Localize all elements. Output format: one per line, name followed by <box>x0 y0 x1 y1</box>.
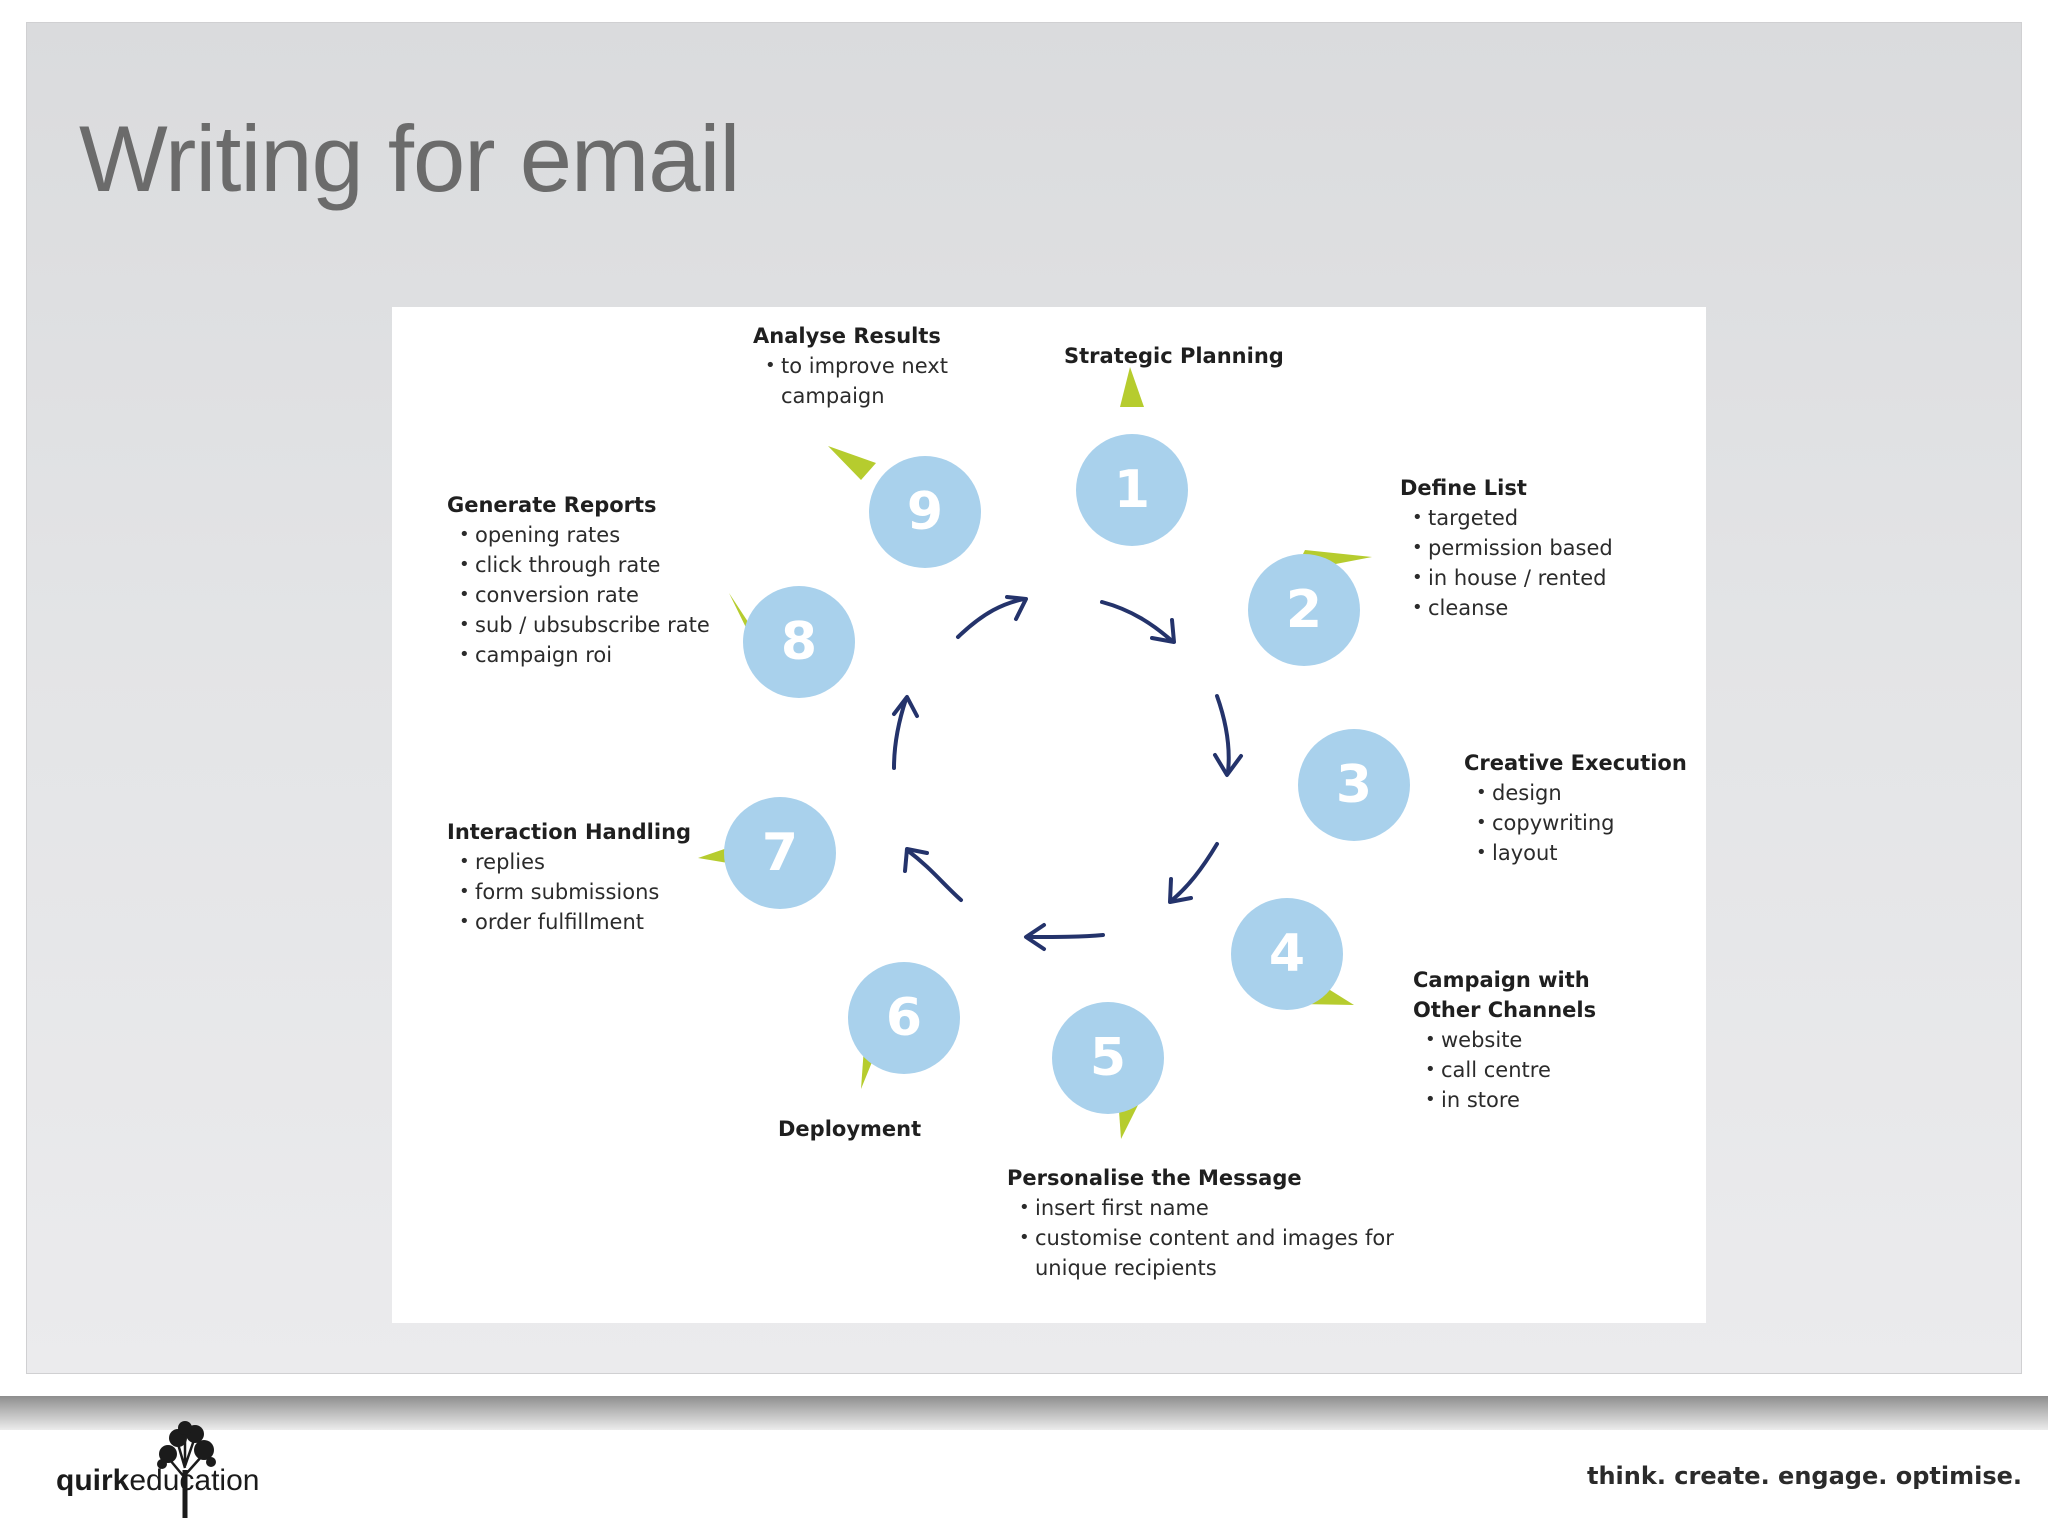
arrow-9-to-1 <box>956 595 1028 639</box>
stage-label-9: Analyse Results to improve next campaign <box>753 321 983 411</box>
stage-8-title: Generate Reports <box>447 493 657 517</box>
svg-text:8: 8 <box>781 612 817 672</box>
stage-2-bullet: targeted <box>1412 503 1613 533</box>
stage-label-8: Generate Reports opening rates click thr… <box>447 490 710 670</box>
stage-badge-4: 4 <box>1231 898 1343 1010</box>
stage-9-bullet: to improve next campaign <box>765 351 983 411</box>
cycle-graphic: 1 2 3 4 5 6 7 8 9 <box>698 367 1410 1139</box>
arrow-1-to-2 <box>1100 600 1176 644</box>
stage-5-bullet: customise content and images for unique … <box>1019 1223 1427 1283</box>
stage-label-4: Campaign with Other Channels website cal… <box>1413 965 1596 1115</box>
stage-3-bullet: design <box>1476 778 1687 808</box>
svg-text:2: 2 <box>1286 580 1322 640</box>
svg-text:9: 9 <box>907 482 943 542</box>
stage-1-title: Strategic Planning <box>1064 344 1284 368</box>
arrow-4-to-5 <box>1024 923 1105 951</box>
brand-wordmark: quirkeducation <box>56 1464 259 1498</box>
stage-label-1: Strategic Planning <box>1064 341 1284 371</box>
stage-label-6: Deployment <box>778 1114 921 1144</box>
stage-9-title: Analyse Results <box>753 324 941 348</box>
stage-label-2: Define List targeted permission based in… <box>1400 473 1613 623</box>
slide-title: Writing for email <box>79 106 740 211</box>
svg-text:3: 3 <box>1336 755 1372 815</box>
stage-2-title: Define List <box>1400 476 1527 500</box>
pointer-9 <box>828 446 876 480</box>
stage-4-bullet: website <box>1425 1025 1596 1055</box>
stage-label-5: Personalise the Message insert first nam… <box>1007 1163 1427 1283</box>
stage-badge-2: 2 <box>1248 554 1360 666</box>
stage-badge-5: 5 <box>1052 1002 1164 1114</box>
brand-tagline: think. create. engage. optimise. <box>1586 1462 2022 1490</box>
stage-badge-8: 8 <box>743 586 855 698</box>
stage-8-bullet: opening rates <box>459 520 710 550</box>
stage-4-bullet: in store <box>1425 1085 1596 1115</box>
stage-badge-9: 9 <box>869 456 981 568</box>
stage-badge-7: 7 <box>724 797 836 909</box>
stage-badge-1: 1 <box>1076 434 1188 546</box>
stage-badge-3: 3 <box>1298 729 1410 841</box>
stage-7-bullet: order fulfillment <box>459 907 691 937</box>
stage-4-bullet: call centre <box>1425 1055 1596 1085</box>
stage-3-bullet: layout <box>1476 838 1687 868</box>
quirk-education-logo: quirkeducation <box>54 1420 284 1520</box>
stage-8-bullet: campaign roi <box>459 640 710 670</box>
arrow-6-to-7 <box>892 695 919 770</box>
stage-4-title-line-2: Other Channels <box>1413 998 1597 1022</box>
stage-7-bullet: form submissions <box>459 877 691 907</box>
stage-3-title: Creative Execution <box>1464 751 1687 775</box>
stage-2-bullet: in house / rented <box>1412 563 1613 593</box>
stage-7-bullet: replies <box>459 847 691 877</box>
stage-8-bullet: conversion rate <box>459 580 710 610</box>
email-cycle-diagram: 1 2 3 4 5 6 7 8 9 <box>392 307 1706 1323</box>
stage-7-title: Interaction Handling <box>447 820 692 844</box>
stage-8-bullet: sub / ubsubscribe rate <box>459 610 710 640</box>
stage-5-bullet: insert first name <box>1019 1193 1427 1223</box>
svg-text:6: 6 <box>886 988 922 1048</box>
tree-icon <box>157 1421 216 1518</box>
slide-background: Writing for email 1 2 3 4 5 6 7 8 9 <box>26 22 2022 1374</box>
stage-badge-6: 6 <box>848 962 960 1074</box>
pointer-1 <box>1120 367 1144 407</box>
svg-text:7: 7 <box>762 823 798 883</box>
arrow-3-to-4 <box>1168 842 1219 904</box>
brand-education: education <box>129 1464 260 1497</box>
arrow-2-to-3 <box>1213 694 1243 777</box>
stage-8-bullet: click through rate <box>459 550 710 580</box>
stage-2-bullet: cleanse <box>1412 593 1613 623</box>
svg-text:4: 4 <box>1269 924 1305 984</box>
stage-label-3: Creative Execution design copywriting la… <box>1464 748 1687 868</box>
brand-quirk: quirk <box>56 1464 130 1497</box>
svg-text:5: 5 <box>1090 1028 1126 1088</box>
stage-label-7: Interaction Handling replies form submis… <box>447 817 691 937</box>
stage-3-bullet: copywriting <box>1476 808 1687 838</box>
footer-divider <box>0 1396 2048 1430</box>
svg-text:1: 1 <box>1114 460 1150 520</box>
stage-2-bullet: permission based <box>1412 533 1613 563</box>
arrow-5-to-6 <box>903 847 963 902</box>
stage-5-title: Personalise the Message <box>1007 1166 1302 1190</box>
stage-4-title-line-1: Campaign with <box>1413 968 1590 992</box>
stage-6-title: Deployment <box>778 1117 922 1141</box>
